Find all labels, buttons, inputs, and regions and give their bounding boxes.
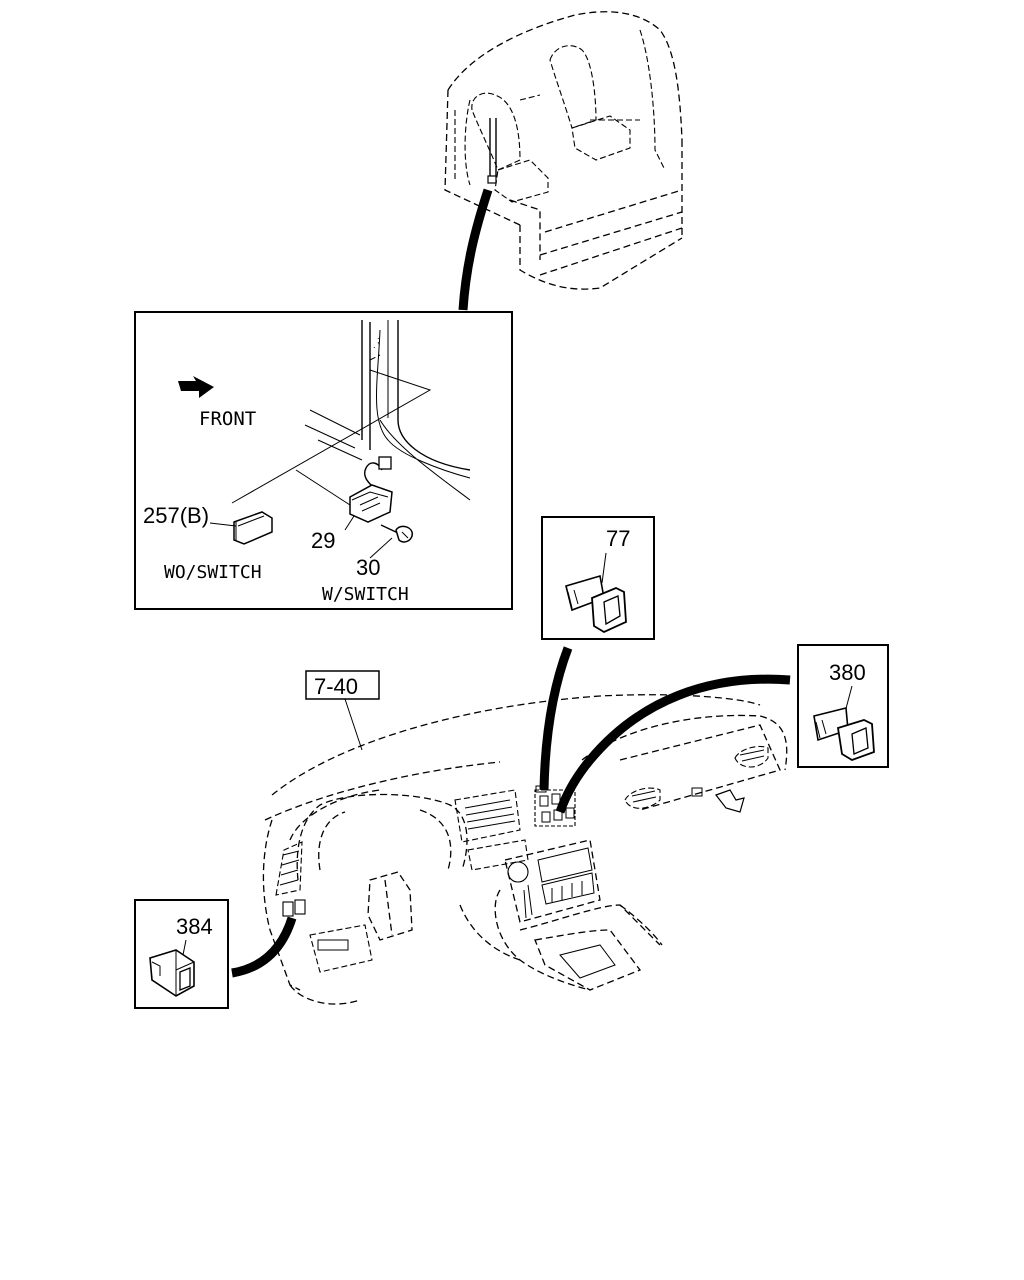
part-box-380: 380 xyxy=(797,644,889,768)
ref-7-40-label: 7-40 xyxy=(314,674,358,699)
part-box-77: 77 xyxy=(541,516,655,640)
switch-77-icon xyxy=(565,574,627,634)
part-380-label: 380 xyxy=(829,660,866,685)
screw-30 xyxy=(380,524,413,543)
door-switch-29 xyxy=(349,484,393,523)
w-switch-label: W/SWITCH xyxy=(322,584,409,605)
switch-380-icon xyxy=(813,706,875,761)
part-30-label: 30 xyxy=(356,555,380,580)
reference-7-40: 7-40 xyxy=(305,670,380,751)
sensor-cable xyxy=(363,462,383,487)
part-384-label: 384 xyxy=(176,914,213,939)
leader-line-380 xyxy=(555,674,791,814)
vehicle-interior-view xyxy=(444,11,683,290)
leader-line-384 xyxy=(231,916,297,978)
front-arrow-icon xyxy=(178,376,214,398)
svg-text:;: ; xyxy=(377,335,380,345)
switch-384-icon xyxy=(149,949,195,997)
part-77-label: 77 xyxy=(606,526,630,551)
dashboard-view xyxy=(262,694,788,1005)
leader-line-77 xyxy=(539,646,573,791)
svg-text:.: . xyxy=(373,340,376,350)
front-label: FRONT xyxy=(199,408,256,430)
wo-switch-label: WO/SWITCH xyxy=(164,562,262,583)
part-257b-label: 257(B) xyxy=(143,503,209,528)
part-29-label: 29 xyxy=(311,528,335,553)
leader-line-top xyxy=(458,188,493,311)
part-box-384: 384 xyxy=(134,899,229,1009)
detail-inset-frame xyxy=(134,311,513,610)
detail-inset: FRONT . ; xyxy=(134,311,513,610)
blank-cover-257b xyxy=(233,511,273,545)
